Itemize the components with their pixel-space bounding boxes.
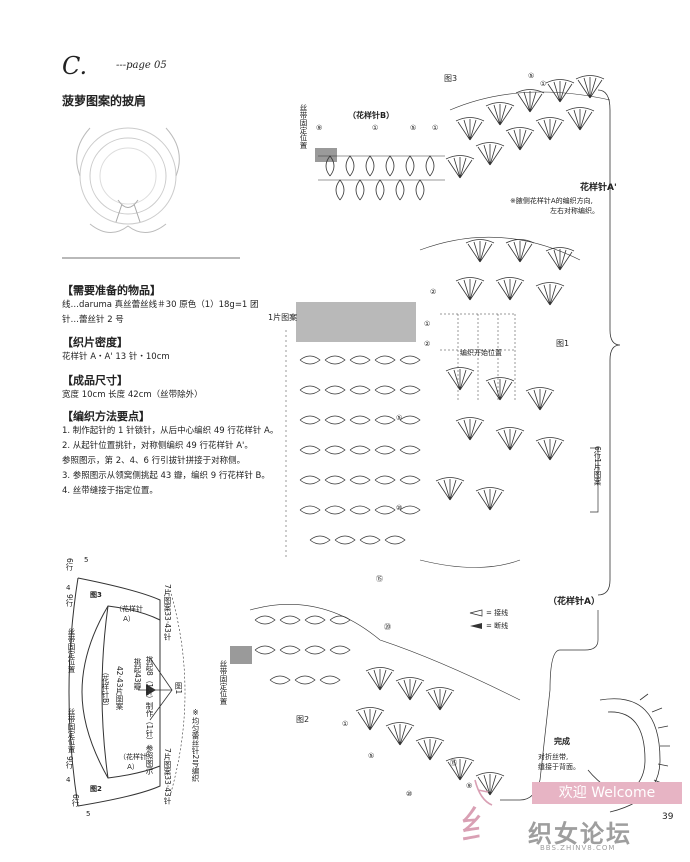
schematic-rows-33-top: 7片图案33·43针 (163, 584, 172, 641)
pattern-title: 菠萝图案的披肩 (62, 94, 147, 108)
instruction-step-3: 3. 参照图示从领窝侧挑起 43 瓣，编织 9 行花样针 B。 (62, 471, 270, 481)
schematic-pick-top: 挑起43瓣 (133, 658, 142, 691)
fig2-row-marker-1: ① (342, 720, 349, 728)
finished-note-2: 缝接于背面。 (538, 763, 580, 771)
schematic-fig1-label: 图1 (174, 682, 183, 695)
materials-hook: 针…蕾丝针 2 号 (62, 315, 124, 325)
finished-label: 完成 (554, 737, 570, 746)
schematic-top-5: 5 (84, 556, 89, 564)
schematic-note: ※均匀蕾丝针2号编织 (191, 708, 200, 782)
fig2-row-marker-5: ⑤ (368, 752, 375, 760)
fig1-chart (285, 236, 581, 568)
fig1-row-marker-2: ② (430, 288, 437, 296)
schematic-pattern-a-bottom: （花样针A） (119, 753, 147, 771)
instruction-step-2: 2. 从起针位置挑针，对称侧编织 49 行花样针 A'。 (62, 441, 253, 451)
schematic-side-9b: 9行 (65, 756, 74, 769)
materials-heading: 【需要准备的物品】 (62, 284, 161, 297)
pattern-a-prime-note-2: 左右对称编织。 (550, 207, 599, 215)
fig3-row-marker-5: ⑤ (410, 124, 417, 132)
schematic-pattern-b: （花样针B） (101, 668, 110, 711)
schematic-side-4: 4 (66, 584, 71, 592)
gauge-value: 花样针 A・A' 13 针・10cm (62, 352, 170, 362)
fig1-row-marker-15: ⑮ (376, 575, 383, 583)
fig1-one-piece-label: 1片图案 (268, 313, 298, 322)
schematic-bottom-5: 5 (86, 810, 91, 818)
fig2-chart (230, 604, 521, 796)
fig1-row-marker-1: ① (424, 320, 431, 328)
fig3-row-marker-9: ⑨ (316, 124, 323, 132)
instruction-step-1: 1. 制作起针的 1 针锁针，从后中心编织 49 行花样针 A。 (62, 426, 279, 436)
fig2-row-marker-9: ⑨ (466, 782, 473, 790)
pattern-a-prime-note-1: ※腋侧花样针A的编织方向, (510, 197, 593, 205)
fig3-row-marker-1: ① (372, 124, 379, 132)
join-arrow-icon (469, 609, 483, 617)
fig1-row-marker-5: ⑤ (396, 414, 403, 422)
legend-join: = 接线 (486, 609, 509, 617)
gauge-heading: 【织片密度】 (62, 336, 128, 349)
fig3-row-marker-1b: ① (432, 124, 439, 132)
fig3-chart (315, 75, 611, 201)
finished-note-1: 对折丝带, (538, 753, 569, 761)
schematic-rows-42: 42·43片图案 (115, 666, 124, 710)
fig1-label: 图1 (556, 339, 570, 348)
fig3-top-marker-1: ① (540, 80, 547, 88)
fig3-top-marker-5: ⑤ (528, 72, 535, 80)
fig3-pattern-b-label: （花样针B） (348, 111, 395, 120)
forum-name: 织女论坛 (528, 820, 632, 848)
page-reference: ---page 05 (116, 60, 167, 71)
schematic-pattern-a-top: （花样针A） (115, 605, 143, 623)
schematic-pick-top-sub: 挑起8（1针） (145, 656, 154, 704)
schematic-top-6: 6行 (65, 558, 74, 571)
schematic-side-4b: 4 (66, 776, 71, 784)
fig1-row-repeat: 6行1片图案 (593, 446, 602, 486)
fig1-start-position: 编织开始位置 (460, 349, 502, 357)
forum-url: BBS.ZHINV8.COM (540, 844, 616, 852)
fig3-label: 图3 (444, 74, 458, 83)
fig2-row-marker-10: ⑩ (406, 790, 413, 798)
materials-yarn: 线…daruma 真丝蕾丝线＃30 原色（1）18g=1 团 (62, 300, 259, 310)
fig1-row-marker-10: ⑩ (396, 504, 403, 512)
fig2-label: 图2 (296, 715, 310, 724)
size-value: 宽度 10cm 长度 42cm（丝带除外） (62, 390, 203, 400)
fig1-row-marker-20: ⑳ (384, 623, 391, 631)
instruction-step-4: 4. 丝带缝接于指定位置。 (62, 486, 158, 496)
schematic-rows-33-bottom: 7片图案33·43针 (163, 748, 172, 805)
fig2-row-marker-15: ⑮ (450, 759, 457, 767)
schematic-side-9: 9行 (65, 594, 74, 607)
schematic-ribbon-top: 丝带固定位置 (67, 628, 76, 673)
pattern-a-prime-label: 花样针A' (580, 183, 617, 193)
schematic-make: 制作（1针）参照图示 (145, 702, 154, 775)
cut-arrow-icon (470, 623, 482, 629)
instruction-step-2b: 参照图示，第 2、4、6 行引拔针拼接于对称侧。 (62, 456, 246, 466)
forum-logo-icon: 纟 (460, 803, 500, 849)
instructions-heading: 【编织方法要点】 (62, 410, 150, 423)
schematic-ribbon-bottom: 丝带固定位置 (67, 708, 76, 753)
fig3-ribbon-position: 丝带固定位置 (299, 104, 308, 149)
schematic-bottom-6: 6行 (71, 794, 80, 807)
page-number: 39 (662, 812, 674, 822)
schematic-fig2-label: 图2 (90, 785, 102, 793)
section-letter: C. (62, 52, 88, 80)
legend-cut: = 断线 (486, 622, 509, 630)
schematic-shape (68, 577, 186, 807)
welcome-banner: 欢迎 Welcome (532, 782, 682, 804)
size-heading: 【成品尺寸】 (62, 374, 128, 387)
schematic-fig3-label: 图3 (90, 591, 102, 599)
fig2-ribbon-position: 丝带固定位置 (219, 660, 228, 705)
pattern-a-label: （花样针A） (548, 597, 600, 607)
fig1-row-marker-2b: ② (424, 340, 431, 348)
